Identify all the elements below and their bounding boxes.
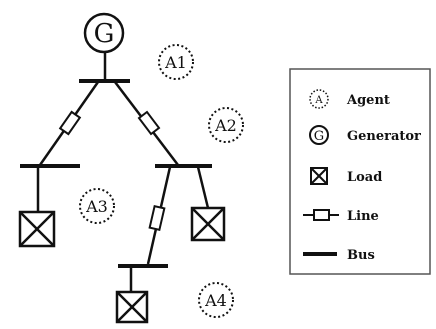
buses xyxy=(20,79,212,268)
bus-a2-to-load-wire xyxy=(196,166,210,209)
network-wires xyxy=(36,52,210,292)
agent-a1-label: A1 xyxy=(164,53,187,72)
legend-agent-icon xyxy=(309,89,329,109)
agents: A1 A2 A3 A4 xyxy=(79,44,244,318)
loads xyxy=(18,206,226,324)
legend: A Agent G Generator Load Line Bus xyxy=(289,68,431,275)
agent-a1: A1 xyxy=(158,44,194,80)
legend-agent-label: Agent xyxy=(346,93,390,108)
generator-circle xyxy=(83,12,125,54)
legend-generator-label: Generator xyxy=(347,129,421,144)
legend-load-label: Load xyxy=(347,170,382,185)
agent-a3-label: A3 xyxy=(85,197,108,216)
load-a4 xyxy=(115,290,149,324)
agent-a4-label: A4 xyxy=(204,291,227,310)
agent-a2-label: A2 xyxy=(214,116,237,135)
legend-item-generator: G Generator xyxy=(309,125,421,145)
legend-item-agent: A Agent xyxy=(309,89,390,109)
line-element-a1-a3 xyxy=(58,110,82,136)
load-a2 xyxy=(190,206,226,242)
legend-item-bus: Bus xyxy=(303,248,375,263)
legend-generator-icon-letter: G xyxy=(314,129,324,144)
legend-agent-icon-letter: A xyxy=(314,95,323,106)
legend-line-label: Line xyxy=(347,209,379,224)
line-element-a2-a4 xyxy=(148,204,166,232)
generator: G xyxy=(83,12,125,54)
agent-a4: A4 xyxy=(198,282,234,318)
load-a3 xyxy=(18,210,56,248)
legend-item-line: Line xyxy=(303,209,379,224)
line-element-a1-a2 xyxy=(137,110,161,136)
legend-load-icon xyxy=(310,167,328,185)
agent-a2: A2 xyxy=(208,107,244,143)
legend-line-icon xyxy=(303,209,339,221)
agent-a3: A3 xyxy=(79,188,115,224)
legend-bus-label: Bus xyxy=(347,248,375,263)
legend-item-load: Load xyxy=(310,167,382,185)
generator-letter: G xyxy=(94,19,115,49)
legend-generator-icon xyxy=(309,125,329,145)
line-elements xyxy=(58,110,166,232)
